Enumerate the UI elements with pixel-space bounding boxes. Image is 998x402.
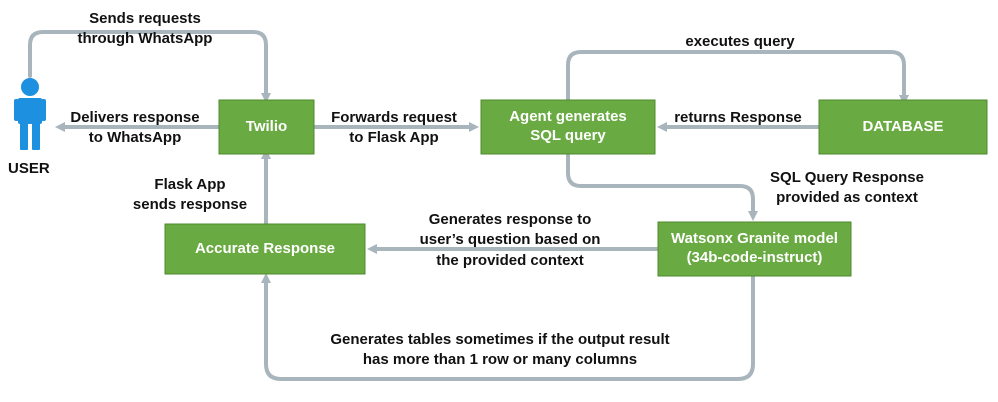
watsonx-node-box bbox=[657, 221, 852, 277]
arrow-agent-to-database bbox=[566, 50, 909, 105]
arrow-agent-to-watsonx bbox=[566, 153, 758, 221]
edge-label-returns-response: returns Response bbox=[674, 109, 802, 126]
arrow-user-to-twilio bbox=[28, 30, 271, 103]
edge-label-executes-query: executes query bbox=[685, 33, 795, 50]
edge-label-sql-query-response: SQL Query Response provided as context bbox=[770, 169, 924, 207]
person-icon bbox=[14, 78, 46, 150]
edge-label-generates-response: Generates response to user’s question ba… bbox=[419, 211, 601, 269]
edge-label-delivers-response: Delivers response to WhatsApp bbox=[70, 109, 200, 147]
database-node-box bbox=[818, 99, 988, 155]
edge-label-flask-sends: Flask App sends response bbox=[132, 176, 248, 214]
edge-label-generates-tables: Generates tables sometimes if the output… bbox=[330, 331, 670, 369]
user-label: USER bbox=[8, 160, 50, 177]
edge-label-sends-requests: Sends requests through WhatsApp bbox=[77, 10, 213, 48]
agent-node-box bbox=[480, 99, 656, 155]
edge-label-forwards-request: Forwards request to Flask App bbox=[331, 109, 457, 147]
twilio-node-box bbox=[218, 99, 315, 155]
arrow-watsonx-to-accurate-bottom bbox=[261, 273, 755, 381]
accurate-node-box bbox=[164, 223, 366, 275]
